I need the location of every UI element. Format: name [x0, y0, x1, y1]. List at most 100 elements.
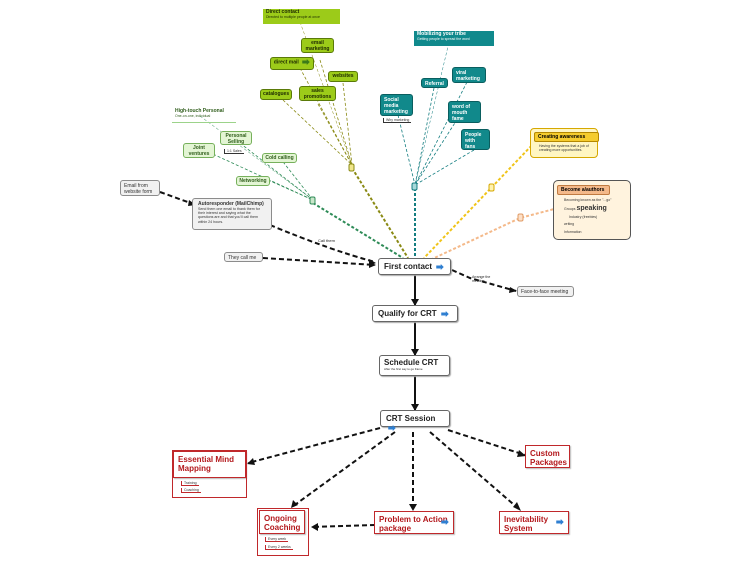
node-networking[interactable]: Networking [236, 176, 270, 186]
node-qualify-crt-label: Qualify for CRT [378, 309, 437, 318]
node-direct-mail-label: direct mail [273, 59, 299, 66]
node-crt-session[interactable]: CRT Session [380, 410, 450, 431]
connector-email-to-autoresponder [159, 191, 197, 206]
box-creating-awareness-title: Creating awareness [534, 132, 599, 142]
arrowhead-problem [409, 504, 417, 511]
connector-crt-to-ongoing [291, 431, 396, 508]
connector-crt-to-inevitability [429, 431, 521, 511]
connector-hightouch [199, 115, 314, 201]
connector-catalogues [282, 99, 353, 166]
box-become-author-line4: writing [564, 222, 575, 226]
node-autoresponder-body: Send them one email to thank them for th… [198, 207, 260, 224]
box-become-author[interactable]: Become a/authors Becoming known as the "… [553, 180, 631, 240]
blue-arrow-icon [436, 263, 444, 270]
node-personal-selling[interactable]: Personal Selling [220, 131, 252, 145]
box-become-author-title: Become a/authors [557, 185, 610, 195]
connector-to-f2f [451, 269, 517, 292]
connector-yellow-main [423, 141, 536, 259]
node-inevitability-system[interactable]: Inevitability System [499, 511, 569, 534]
node-qualify-crt[interactable]: Qualify for CRT [372, 305, 458, 322]
knot-green [309, 196, 316, 205]
node-referral[interactable]: Referral [421, 78, 448, 88]
node-inevitability-system-label: Inevitability System [504, 515, 549, 533]
arrowhead-f2f [509, 287, 517, 293]
node-schedule-crt[interactable]: Schedule CRT After the first say to go f… [379, 355, 450, 376]
node-schedule-crt-label: Schedule CRT [384, 358, 439, 367]
arrowhead-schedule [411, 349, 419, 356]
box-become-author-line3: Industry (freebies) [569, 215, 598, 219]
node-websites[interactable]: websites [328, 71, 358, 82]
connector-networking [267, 179, 314, 201]
node-autoresponder[interactable]: Autoresponder (MailChimp) Send them one … [192, 198, 272, 230]
node-schedule-crt-sub: After the first say to go frame [384, 367, 423, 371]
node-custom-packages[interactable]: Custom Packages [525, 445, 570, 468]
arrowhead-ongoing [291, 500, 298, 508]
connector-referral [414, 87, 435, 186]
group-high-touch: High-touch Personal One-on-one, individu… [172, 108, 236, 123]
node-social-media-sub: Why marketing [383, 118, 412, 123]
knot-yellow [488, 183, 495, 192]
knot-olive [348, 163, 355, 172]
node-face-to-face[interactable]: Face-to-face meeting [517, 286, 574, 297]
connector-social [397, 114, 416, 186]
box-become-author-line2: Groups speaking [564, 205, 607, 213]
connector-olive-main [351, 167, 409, 259]
group-mobilizing-title: Mobilizing your tribe [417, 31, 466, 37]
group-high-touch-subtitle: One-on-one, individual [175, 114, 211, 118]
blue-arrow-icon [441, 310, 449, 317]
connector-autoresponder-to-first [269, 224, 376, 263]
node-email-marketing[interactable]: email marketing [301, 38, 334, 53]
node-problem-to-action[interactable]: Problem to Action package [374, 511, 454, 534]
node-oc-every-2-weeks: Every 2 weeks [265, 545, 293, 550]
connector-personal-selling [235, 139, 314, 201]
arrowhead-inevitability [513, 502, 521, 511]
node-crt-session-label: CRT Session [386, 414, 436, 423]
node-autoresponder-title: Autoresponder (MailChimp) [198, 201, 264, 207]
knot-teal [411, 182, 418, 191]
frame-ongoing-coaching [257, 508, 309, 556]
node-first-contact-label: First contact [384, 262, 433, 271]
node-sales-promotions[interactable]: sales promotions [299, 86, 336, 101]
connector-sales-promotions [317, 103, 353, 166]
connector-fans [414, 149, 475, 186]
node-ongoing-coaching[interactable]: Ongoing Coaching [259, 510, 305, 534]
node-they-call-me[interactable]: They call me [224, 252, 263, 262]
box-become-author-speaking-prefix: Groups [564, 207, 576, 211]
connector-cold [279, 157, 314, 201]
group-direct-contact: Direct contact Directed to multiple peop… [263, 9, 340, 24]
connector-mobilizing-group [414, 37, 451, 186]
node-personal-selling-sub: 1:1 Sales [224, 149, 244, 154]
blue-arrow-icon [556, 519, 564, 525]
node-word-of-mouth[interactable]: word of mouth fame [448, 101, 481, 123]
connector-crt-to-custom [447, 429, 526, 456]
group-direct-contact-title: Direct contact [266, 9, 300, 15]
box-creating-awareness-body: Having the systems that a job of creatin… [539, 144, 589, 152]
node-direct-mail[interactable]: direct mail [270, 57, 314, 70]
connector-green-main [312, 202, 404, 259]
node-essential-mind-mapping[interactable]: Essential Mind Mapping [173, 451, 246, 478]
node-oc-every-week: Every week [265, 537, 289, 542]
node-joint-ventures[interactable]: Joint ventures [183, 143, 215, 158]
node-problem-to-action-label: Problem to Action package [379, 515, 448, 533]
connector-they-call-me [262, 257, 376, 266]
connector-viral [414, 81, 468, 186]
node-first-contact[interactable]: First contact [378, 258, 451, 275]
node-catalogues[interactable]: catalogues [260, 89, 292, 100]
node-viral-marketing[interactable]: viral marketing [452, 67, 486, 83]
box-become-author-line1: Becoming known as the "...go" [564, 198, 612, 202]
node-people-with-fans[interactable]: People with fans [461, 129, 490, 150]
green-arrow-icon [302, 59, 310, 65]
label-call-them: Call them [318, 238, 335, 243]
arrowhead-crt [411, 404, 419, 411]
knot-peach [517, 213, 524, 222]
box-become-author-line5: Information [564, 230, 582, 234]
node-emm-training: Training [181, 481, 199, 486]
node-cold-calling[interactable]: Cold calling [262, 153, 297, 163]
connector-email-marketing [319, 59, 353, 166]
box-creating-awareness[interactable]: Creating awareness Having the systems th… [530, 128, 599, 158]
node-email-from-website[interactable]: Email from website form [120, 180, 160, 196]
group-direct-contact-subtitle: Directed to multiple people at once [266, 15, 320, 19]
node-social-media[interactable]: Social media marketing [380, 94, 413, 116]
group-mobilizing: Mobilizing your tribe Getting people to … [414, 31, 494, 46]
